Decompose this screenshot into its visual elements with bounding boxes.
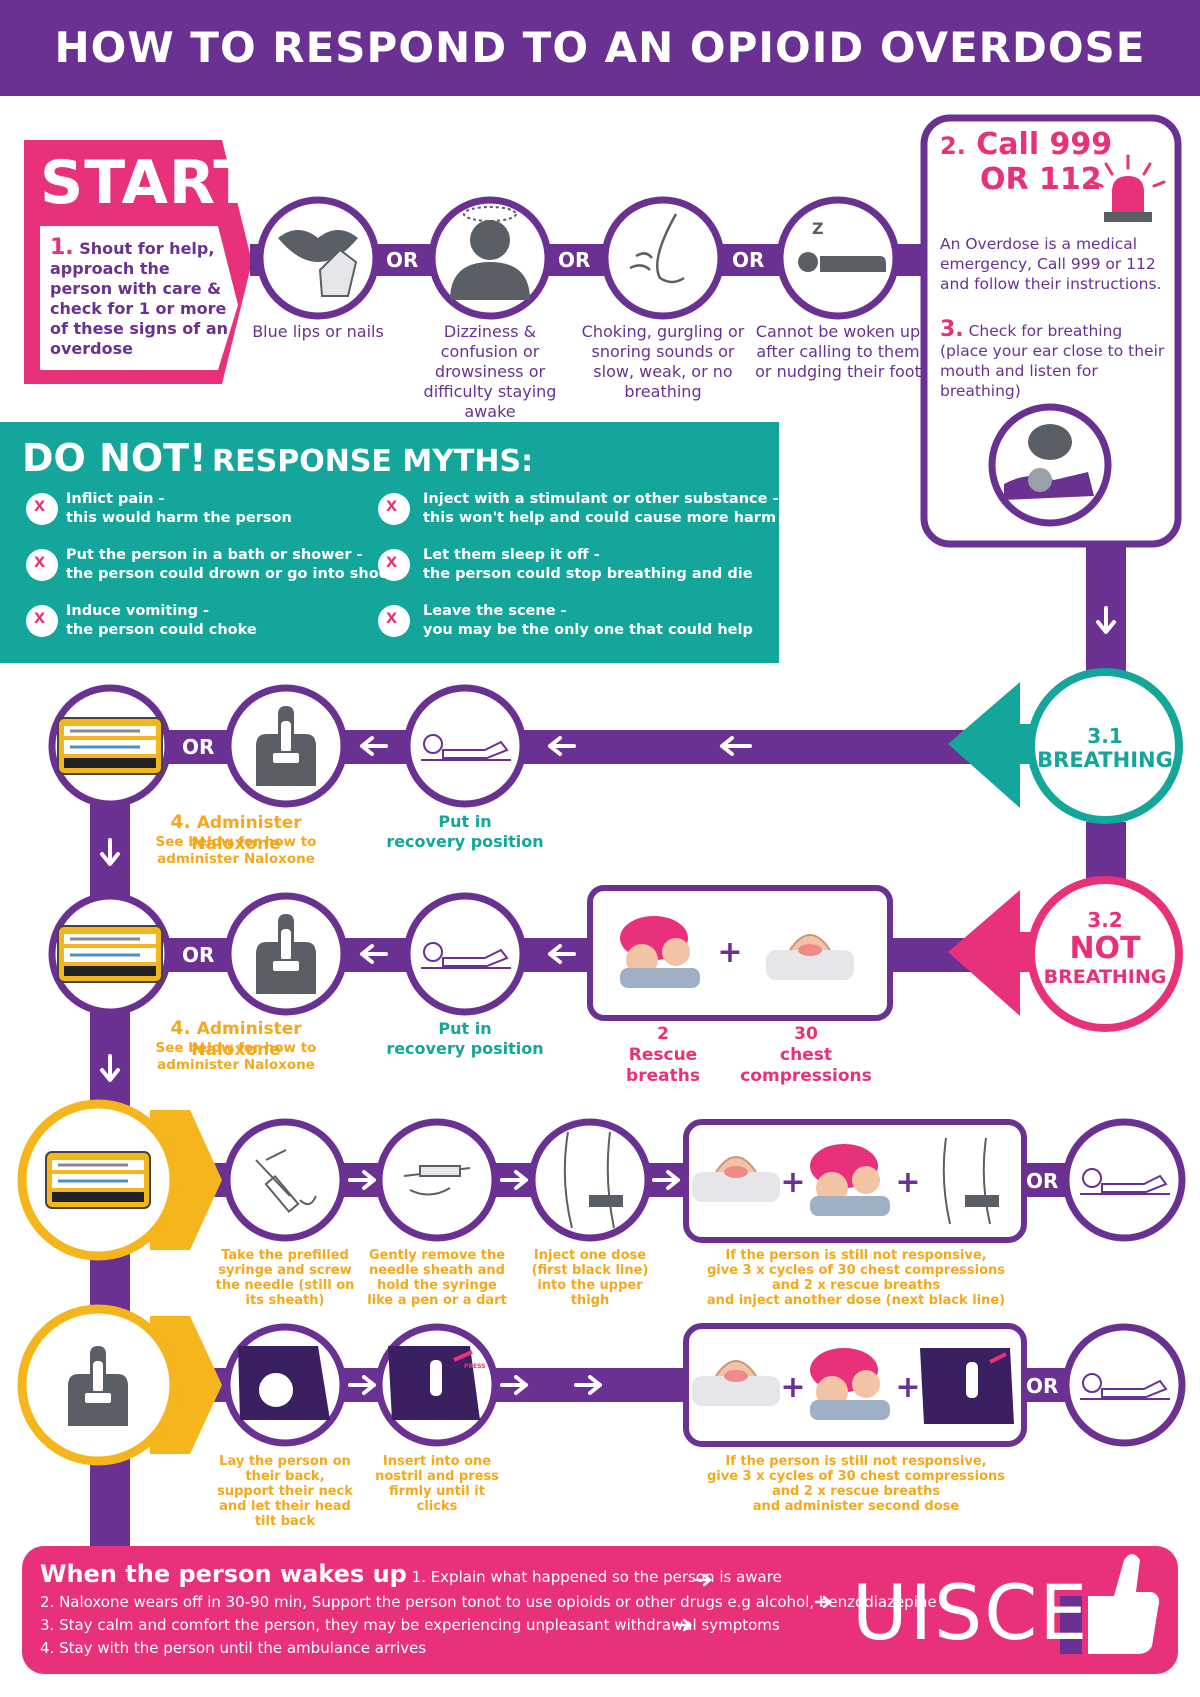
or-label: OR (182, 735, 215, 759)
tilt-head-icon (238, 1346, 330, 1420)
nasal-step: Lay the person on their back, support th… (217, 1454, 353, 1529)
step-1-text: 1. Shout for help, approach the person w… (50, 235, 229, 359)
step-1-number: 1. (50, 235, 74, 260)
syringe-assemble-icon (255, 1149, 317, 1214)
or-label: OR (1026, 1374, 1059, 1398)
myth-x: X (386, 611, 398, 627)
siren-icon (1090, 154, 1166, 222)
call-text: An Overdose is a medical emergency, Call… (940, 235, 1162, 293)
footer-item: 3. Stay calm and comfort the person, the… (40, 1616, 780, 1634)
injection-step: Inject one dose (first black line) into … (531, 1248, 649, 1308)
myth-item: Let them sleep it off -the person could … (423, 547, 753, 582)
plus-inj-2: + (895, 1165, 920, 1200)
plus-cpr: + (717, 935, 742, 970)
injection-step: Take the prefilled syringe and screw the… (215, 1248, 355, 1308)
or-label: OR (92, 1268, 125, 1292)
nose-breathing-icon (629, 213, 685, 284)
plus-nas-2: + (895, 1370, 920, 1405)
myth-x: X (34, 499, 46, 515)
sign-label: Cannot be woken up after calling to them… (755, 322, 921, 381)
footer-heading: When the person wakes up 1. Explain what… (40, 1560, 782, 1588)
nasal-repeat: If the person is still not responsive,gi… (706, 1454, 1006, 1514)
page-title: HOW TO RESPOND TO AN OPIOID OVERDOSE (54, 23, 1146, 72)
myth-item: Inflict pain -this would harm the person (66, 491, 292, 526)
naloxone-title: 4. Administer Naloxone (170, 1017, 302, 1061)
injection-kit-icon (44, 1150, 152, 1210)
plus-inj-1: + (780, 1165, 805, 1200)
not-breathing-badge: 3.2 NOT BREATHING (1043, 908, 1167, 988)
start-label: START (40, 148, 256, 218)
injection-step: Gently remove the needle sheath and hold… (367, 1248, 507, 1308)
lips-nails-icon (278, 230, 358, 297)
call-number: 2. (940, 132, 966, 160)
or-label: OR (558, 248, 591, 272)
or-label: OR (732, 248, 765, 272)
insert-nostril-icon (920, 1348, 1014, 1424)
thigh-injection-icon (563, 1131, 623, 1229)
injection-repeat: If the person is still not responsive,gi… (706, 1248, 1006, 1308)
thumbs-up-icon (1060, 1554, 1160, 1654)
myth-x: X (34, 611, 46, 627)
naloxone-kit-icon (56, 716, 164, 776)
nasal-step: Insert into one nostril and press firmly… (375, 1454, 499, 1514)
sleeping-person-icon: Z (798, 219, 886, 272)
or-label: OR (1087, 842, 1120, 866)
myth-x: X (386, 555, 398, 571)
sign-label: Dizziness & confusion or drowsiness or d… (423, 322, 557, 421)
svg-text:Z: Z (812, 219, 824, 238)
myths-title: DO NOT! RESPONSE MYTHS: (22, 436, 534, 480)
or-label: OR (1026, 1169, 1059, 1193)
plus-nas-1: + (780, 1370, 805, 1405)
sign-label: Choking, gurgling or snoring sounds or s… (581, 322, 745, 401)
call-heading: 2. Call 999 OR 112 (940, 127, 1113, 197)
check-number: 3. (940, 317, 964, 342)
check-text: 3. Check for breathing (place your ear c… (940, 317, 1165, 401)
remove-sheath-icon (403, 1165, 471, 1196)
myth-item: Leave the scene -you may be the only one… (423, 603, 753, 638)
or-label: OR (386, 248, 419, 272)
press-label: PRESS (464, 1363, 486, 1370)
myth-item: Inject with a stimulant or other substan… (423, 491, 779, 526)
footer-item: 2. Naloxone wears off in 30-90 min, Supp… (40, 1593, 937, 1611)
brand-logo: UISCE (852, 1568, 1090, 1657)
myth-x: X (34, 555, 46, 571)
footer-item: 4. Stay with the person until the ambula… (40, 1639, 427, 1657)
myth-x: X (386, 499, 398, 515)
naloxone-kit-icon (56, 924, 164, 984)
listen-breathing-icon (1004, 424, 1094, 500)
dizzy-person-icon (450, 206, 530, 300)
thigh-injection-icon (942, 1137, 999, 1225)
sign-label: Blue lips or nails (252, 322, 384, 341)
or-label: OR (182, 943, 215, 967)
naloxone-title: 4. Administer Naloxone (170, 811, 302, 855)
myth-item: Put the person in a bath or shower -the … (66, 547, 397, 582)
myth-item: Induce vomiting -the person could choke (66, 603, 257, 638)
breathing-badge: 3.1 BREATHING (1037, 724, 1173, 772)
insert-nostril-icon: PRESS (388, 1346, 486, 1420)
